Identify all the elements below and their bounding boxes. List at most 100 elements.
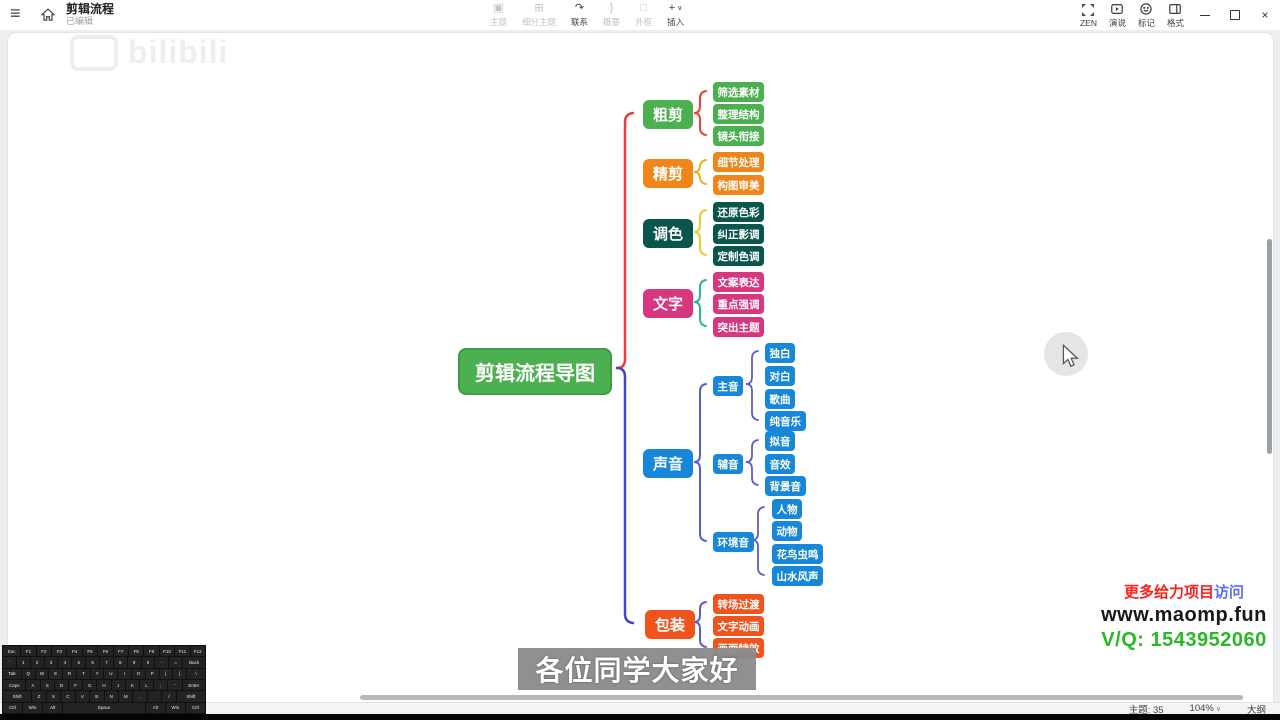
mindmap-node-纯音乐[interactable]: 纯音乐 — [765, 411, 806, 431]
mindmap-node-细节处理[interactable]: 细节处理 — [713, 152, 764, 172]
key-Space: Space — [63, 702, 145, 713]
mindmap-node-山水风声[interactable]: 山水风声 — [772, 566, 823, 586]
tool-theme[interactable]: ▣主题 — [490, 2, 507, 28]
mindmap-node-人物[interactable]: 人物 — [772, 499, 802, 519]
key-K: K — [125, 679, 139, 691]
key-4: 4 — [58, 657, 72, 668]
video-subtitle: 各位同学大家好 — [518, 648, 756, 690]
key-2: 2 — [30, 657, 44, 668]
mindmap-node-包装[interactable]: 包装 — [645, 610, 696, 639]
topic-count: 主题: 35 — [1128, 704, 1164, 716]
mindmap-node-还原色彩[interactable]: 还原色彩 — [713, 202, 764, 222]
mindmap-node-粗剪[interactable]: 粗剪 — [643, 100, 694, 129]
home-icon[interactable] — [40, 7, 56, 23]
key-]: ] — [173, 668, 187, 679]
key-5: 5 — [72, 657, 86, 668]
tool-boundary[interactable]: □外框 — [635, 2, 652, 28]
mindmap-node-剪辑流程导图[interactable]: 剪辑流程导图 — [458, 348, 612, 395]
mindmap-node-镜头衔接[interactable]: 镜头衔接 — [713, 126, 764, 146]
format-button[interactable]: 格式 — [1167, 2, 1184, 29]
zen-icon — [1081, 3, 1095, 17]
relationship-icon: ↷ — [574, 2, 585, 14]
key-F11: F11 — [175, 646, 190, 657]
mindmap-node-转场过渡[interactable]: 转场过渡 — [713, 594, 764, 614]
key-Win: Win — [23, 702, 43, 713]
key-F8: F8 — [129, 646, 144, 657]
insert-label: 插入 — [667, 17, 685, 27]
key-J: J — [111, 679, 125, 691]
mindmap-node-对白[interactable]: 对白 — [765, 366, 795, 386]
tool-insert[interactable]: +∨插入 — [667, 2, 684, 28]
key-Back: Back — [183, 657, 206, 668]
key-F3: F3 — [52, 646, 67, 657]
key-U: U — [104, 668, 118, 679]
key-D: D — [54, 679, 68, 691]
mindmap-node-背景音[interactable]: 背景音 — [765, 476, 806, 496]
mindmap-node-环境音[interactable]: 环境音 — [713, 532, 754, 552]
mindmap-node-筛选素材[interactable]: 筛选素材 — [713, 82, 764, 102]
document-title-block: 剪辑流程 已编辑 — [66, 2, 114, 27]
key-W: W — [35, 668, 49, 679]
key-Caps: Caps — [3, 679, 26, 691]
key-Esc: Esc — [3, 646, 21, 657]
key-F2: F2 — [36, 646, 52, 657]
promo-contact: V/Q: 1543952060 — [1101, 628, 1267, 651]
key-Z: Z — [32, 691, 46, 702]
mindmap-node-主音[interactable]: 主音 — [713, 376, 743, 396]
marker-button[interactable]: 标记 — [1138, 2, 1155, 29]
mindmap-node-文字[interactable]: 文字 — [643, 289, 694, 318]
mindmap-node-精剪[interactable]: 精剪 — [643, 159, 694, 188]
key-F1: F1 — [21, 646, 36, 657]
mindmap-node-文案表达[interactable]: 文案表达 — [713, 272, 764, 292]
key-L: L — [139, 679, 154, 691]
present-button[interactable]: 演说 — [1109, 2, 1126, 29]
mindmap-node-纠正影调[interactable]: 纠正影调 — [713, 224, 764, 244]
key-P: P — [145, 668, 159, 679]
center-toolbar: ▣主题⊞细分主题↷联系}概要□外框+∨插入 — [490, 0, 684, 30]
key-F: F — [69, 679, 83, 691]
outline-button[interactable]: 大纲 — [1246, 704, 1266, 716]
mindmap-node-拟音[interactable]: 拟音 — [765, 431, 795, 451]
window-controls: × — [1190, 0, 1280, 30]
tool-relationship[interactable]: ↷联系 — [571, 2, 588, 28]
mindmap-node-构图审美[interactable]: 构图审美 — [713, 175, 764, 195]
mindmap-node-定制色调[interactable]: 定制色调 — [713, 246, 764, 266]
key-0: 0 — [141, 657, 155, 668]
vertical-scrollbar[interactable] — [1267, 239, 1272, 454]
key-I: I — [118, 668, 131, 679]
play-icon — [1110, 2, 1124, 16]
mindmap-node-调色[interactable]: 调色 — [643, 219, 694, 248]
close-button[interactable]: × — [1261, 8, 1269, 22]
mindmap-node-声音[interactable]: 声音 — [643, 449, 694, 478]
mindmap-node-独白[interactable]: 独白 — [765, 343, 795, 363]
zoom-control[interactable]: 104%∨ — [1189, 703, 1221, 714]
key-F4: F4 — [67, 646, 82, 657]
mindmap-node-音效[interactable]: 音效 — [765, 454, 795, 474]
mindmap-node-动物[interactable]: 动物 — [772, 521, 802, 541]
mindmap-node-歌曲[interactable]: 歌曲 — [765, 389, 795, 409]
tool-summary[interactable]: }概要 — [603, 2, 620, 28]
key-O: O — [132, 668, 145, 679]
restore-button[interactable] — [1220, 0, 1250, 30]
mindmap-node-花鸟虫鸣[interactable]: 花鸟虫鸣 — [772, 544, 823, 564]
mindmap-node-突出主题[interactable]: 突出主题 — [713, 317, 764, 337]
minimize-button[interactable] — [1190, 0, 1220, 30]
tool-subtopic[interactable]: ⊞细分主题 — [522, 2, 556, 28]
mindmap-node-整理结构[interactable]: 整理结构 — [713, 104, 764, 124]
key-Ctrl: Ctrl — [3, 702, 23, 713]
key-`: ` — [3, 657, 16, 668]
horizontal-scrollbar[interactable] — [360, 695, 1243, 700]
right-toolbar: ZEN 演说 标记 格式 — [1080, 0, 1184, 30]
key-M: M — [118, 691, 133, 702]
promo-line1-red: 更多给力项目 — [1123, 584, 1214, 601]
mindmap-node-文字动画[interactable]: 文字动画 — [713, 616, 764, 636]
boundary-label: 外框 — [635, 17, 653, 27]
menu-icon[interactable]: ≡ — [10, 3, 21, 23]
key-9: 9 — [127, 657, 141, 668]
chevron-down-icon: ∨ — [677, 5, 683, 12]
mindmap-node-重点强调[interactable]: 重点强调 — [713, 294, 764, 314]
mindmap-node-辅音[interactable]: 辅音 — [713, 454, 743, 474]
zen-button[interactable]: ZEN — [1080, 3, 1097, 28]
key-Alt: Alt — [145, 702, 165, 713]
key-X: X — [46, 691, 61, 702]
